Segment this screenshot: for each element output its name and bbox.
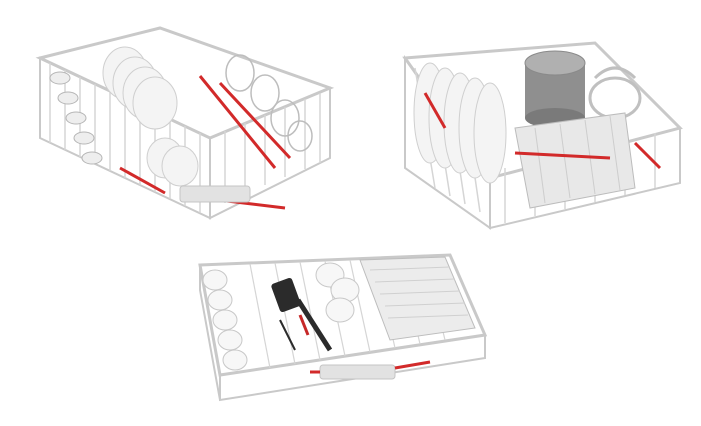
glasses bbox=[49, 71, 103, 165]
pot bbox=[524, 50, 586, 128]
lower-rack-illustration bbox=[402, 41, 683, 230]
third-rack-illustration bbox=[198, 253, 488, 402]
rack-handle bbox=[319, 364, 396, 380]
cutlery-tray bbox=[359, 256, 476, 341]
cups bbox=[202, 262, 360, 371]
upper-rack bbox=[30, 18, 340, 223]
red-accents bbox=[423, 92, 662, 170]
wine-glasses bbox=[225, 54, 313, 152]
red-accents bbox=[310, 360, 431, 374]
upper-rack-illustration bbox=[35, 26, 335, 220]
third-rack bbox=[180, 240, 490, 410]
plates bbox=[102, 46, 199, 187]
lower-rack bbox=[395, 18, 685, 233]
rack-front-side bbox=[219, 333, 486, 402]
plates bbox=[413, 62, 507, 184]
cutlery-basket bbox=[514, 112, 636, 209]
bowl bbox=[588, 66, 642, 120]
utensils bbox=[271, 277, 333, 352]
rack-handle bbox=[179, 185, 251, 203]
